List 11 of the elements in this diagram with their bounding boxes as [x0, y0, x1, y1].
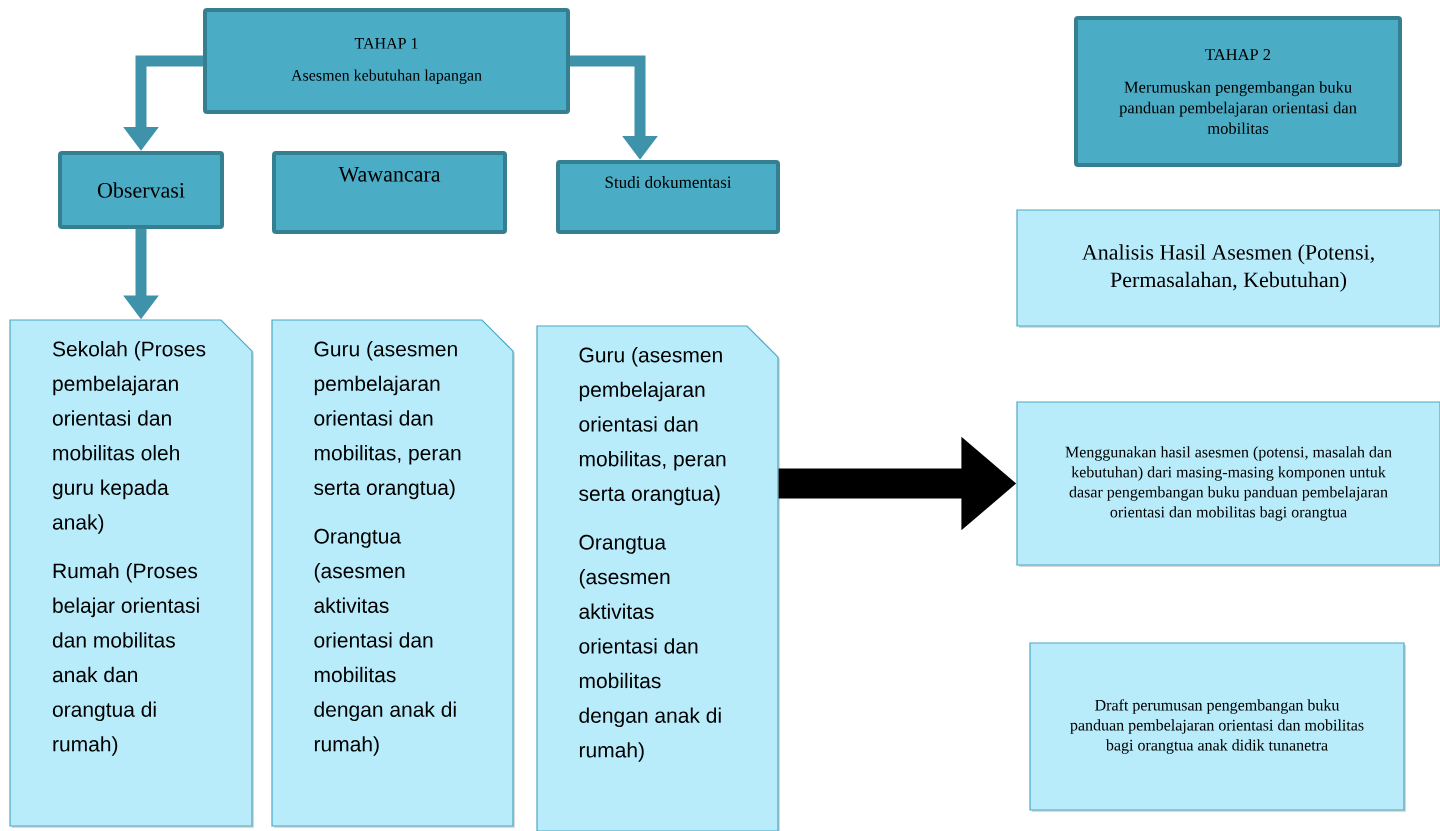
process-box: TAHAP 1 Asesmen kebutuhan lapangan — [203, 8, 570, 114]
process-box: Observasi — [58, 151, 224, 229]
process-box: Draft perumusan pengembangan buku panduan pembelajaran orientasi dan mobilitas bagi orangtua anak didik tunanetra — [1029, 642, 1406, 812]
card-box: Guru (asesmen pembelajaran orientasi dan mobilitas, peran serta orangtua) Orangtua (asesmen aktivitas orientasi dan mobilitas dengan anak di rumah) — [271, 319, 515, 828]
card-box: Guru (asesmen pembelajaran orientasi dan mobilitas, peran serta orangtua) Orangtua (asesmen aktivitas orientasi dan mobilitas dengan anak di rumah) — [536, 325, 780, 831]
process-box: TAHAP 2 Merumuskan pengembangan buku panduan pembelajaran orientasi dan mobilitas — [1074, 16, 1402, 167]
process-box: Wawancara — [272, 151, 507, 234]
card-box: Sekolah (Proses pembelajaran orientasi dan mobilitas oleh guru kepada anak) Rumah (Proses belajar orientasi dan mobilitas anak dan orangtua di rumah) — [9, 319, 254, 828]
process-box: Studi dokumentasi — [556, 160, 780, 234]
process-box: Analisis Hasil Asesmen (Potensi, Permasalahan, Kebutuhan) — [1016, 209, 1440, 328]
process-box: Menggunakan hasil asesmen (potensi, masalah dan kebutuhan) dari masing-masing komponen untuk dasar pengembangan buku panduan pembelajaran orientasi dan mobilitas bagi orangtua — [1016, 401, 1440, 567]
